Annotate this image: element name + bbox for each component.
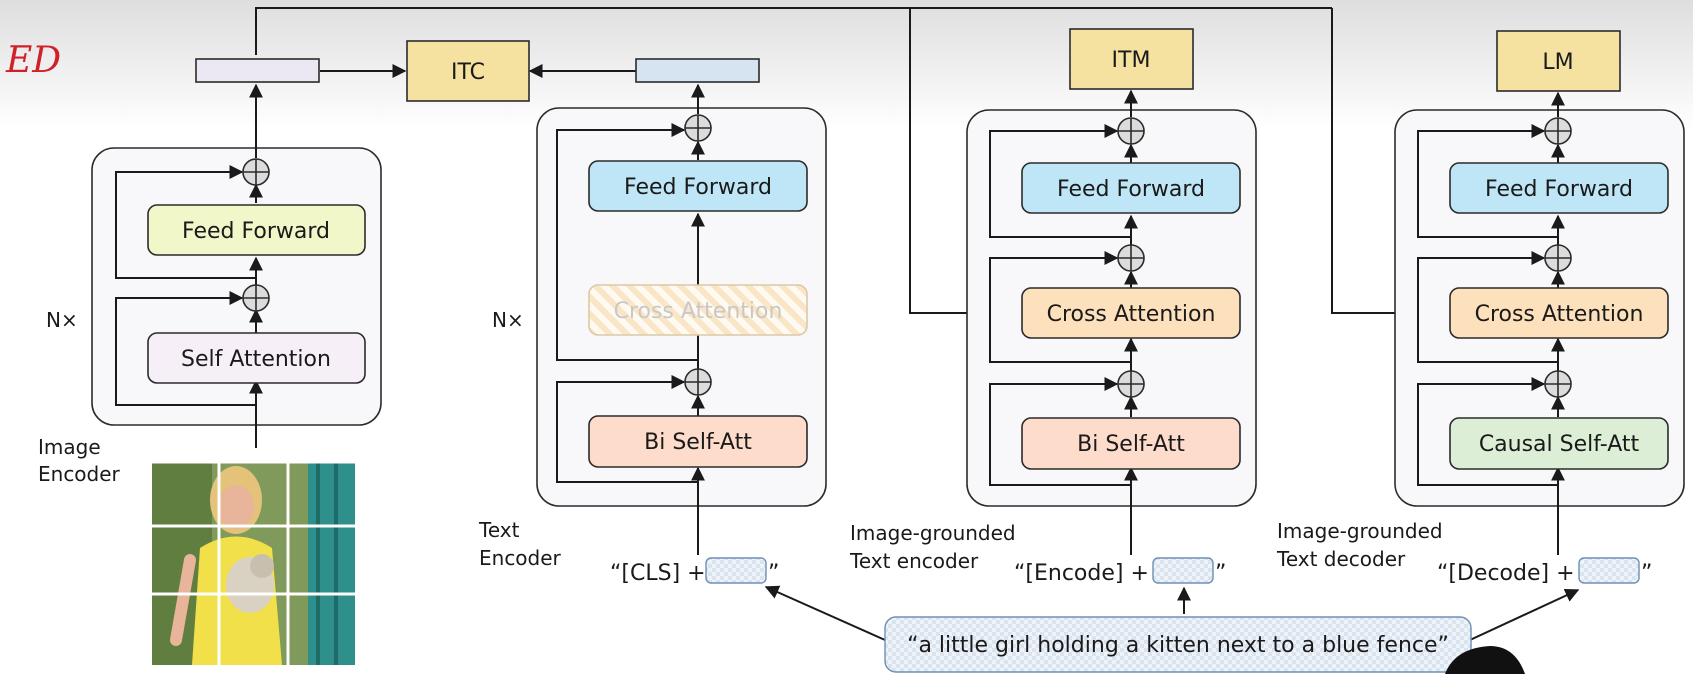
text-feed-forward-label: Feed Forward bbox=[624, 175, 772, 200]
decoder-add-icon-1 bbox=[1544, 370, 1572, 398]
lm-box bbox=[1496, 30, 1621, 92]
grounded-encoder-title-2: Text encoder bbox=[849, 549, 979, 573]
itc-label: ITC bbox=[451, 60, 485, 85]
grounded-decoder: Causal Self-Att Cross Attention Feed For… bbox=[1394, 91, 1685, 555]
image-encoder: Self Attention Feed Forward bbox=[91, 83, 382, 448]
image-repeat-label: N× bbox=[46, 308, 78, 332]
text-cross-attention-label: Cross Attention bbox=[614, 299, 783, 324]
grounded-add-icon-2 bbox=[1117, 244, 1145, 272]
text-encoder-title-2: Encoder bbox=[479, 546, 562, 570]
encode-input-close-quote: ” bbox=[1215, 561, 1226, 586]
decoder-cross-attention-label: Cross Attention bbox=[1475, 302, 1644, 327]
itm-label: ITM bbox=[1112, 48, 1151, 73]
text-repeat-label: N× bbox=[492, 308, 524, 332]
text-encoder-title-1: Text bbox=[478, 518, 520, 542]
text-cross-attention-disabled-block bbox=[588, 284, 808, 336]
caption-connectors bbox=[764, 585, 1580, 641]
cls-text-token-icon bbox=[705, 557, 767, 584]
causal-self-att-block bbox=[1449, 417, 1669, 470]
grounded-decoder-title-2: Text decoder bbox=[1276, 547, 1406, 571]
text-bi-self-att-label: Bi Self-Att bbox=[644, 430, 752, 455]
input-image-photo bbox=[152, 460, 355, 665]
grounded-add-icon-3 bbox=[1117, 117, 1145, 145]
text-bi-self-att-block bbox=[588, 415, 808, 468]
grounded-bi-self-att-label: Bi Self-Att bbox=[1077, 432, 1185, 457]
image-add-icon-1 bbox=[242, 284, 270, 312]
decode-input-close-quote: ” bbox=[1641, 561, 1652, 586]
text-feature-bar bbox=[635, 58, 760, 83]
lm-label: LM bbox=[1542, 50, 1573, 75]
grounded-cross-attention-label: Cross Attention bbox=[1047, 302, 1216, 327]
caption-text: “a little girl holding a kitten next to … bbox=[907, 633, 1449, 658]
decoder-add-icon-2 bbox=[1544, 244, 1572, 272]
causal-self-att-label: Causal Self-Att bbox=[1479, 432, 1640, 457]
grounded-feed-forward-label: Feed Forward bbox=[1057, 177, 1205, 202]
decode-input-text: “[Decode] + bbox=[1437, 561, 1575, 586]
ed-annotation: ED bbox=[5, 40, 61, 81]
cls-input-text: “[CLS] + bbox=[610, 561, 706, 586]
text-add-icon-2 bbox=[684, 114, 712, 142]
text-encoder: Cross Attention Bi Self-Att Feed Forward bbox=[536, 83, 827, 555]
grounded-cross-attention-block bbox=[1021, 287, 1241, 339]
image-feature-bar bbox=[195, 58, 320, 83]
image-feed-forward-block bbox=[147, 204, 366, 256]
text-add-icon-1 bbox=[684, 368, 712, 396]
decoder-feed-forward-label: Feed Forward bbox=[1485, 177, 1633, 202]
encode-text-token-icon bbox=[1152, 557, 1214, 584]
speaker-silhouette bbox=[1445, 646, 1525, 674]
image-self-attention-block bbox=[147, 332, 366, 384]
image-encoder-title-1: Image bbox=[38, 435, 101, 459]
grounded-add-icon-1 bbox=[1117, 370, 1145, 398]
grounded-encoder-title-1: Image-grounded bbox=[850, 521, 1016, 545]
grounded-encoder: Bi Self-Att Cross Attention Feed Forward bbox=[966, 89, 1257, 555]
grounded-feed-forward-block bbox=[1021, 162, 1241, 214]
decode-text-token-icon bbox=[1578, 557, 1640, 584]
encode-input-text: “[Encode] + bbox=[1014, 561, 1149, 586]
decoder-add-icon-3 bbox=[1544, 117, 1572, 145]
decoder-feed-forward-block bbox=[1449, 162, 1669, 214]
itm-box bbox=[1069, 28, 1194, 90]
text-feed-forward-block bbox=[588, 160, 808, 212]
image-add-icon-2 bbox=[242, 158, 270, 186]
decoder-cross-attention-block bbox=[1449, 287, 1669, 339]
itc-box bbox=[406, 40, 530, 102]
image-feed-forward-label: Feed Forward bbox=[182, 219, 330, 244]
grounded-bi-self-att-block bbox=[1021, 417, 1241, 470]
cls-input-close-quote: ” bbox=[768, 561, 779, 586]
image-self-attention-label: Self Attention bbox=[181, 347, 331, 372]
caption-box bbox=[884, 616, 1472, 673]
image-encoder-title-2: Encoder bbox=[38, 462, 121, 486]
grounded-decoder-title-1: Image-grounded bbox=[1277, 519, 1443, 543]
